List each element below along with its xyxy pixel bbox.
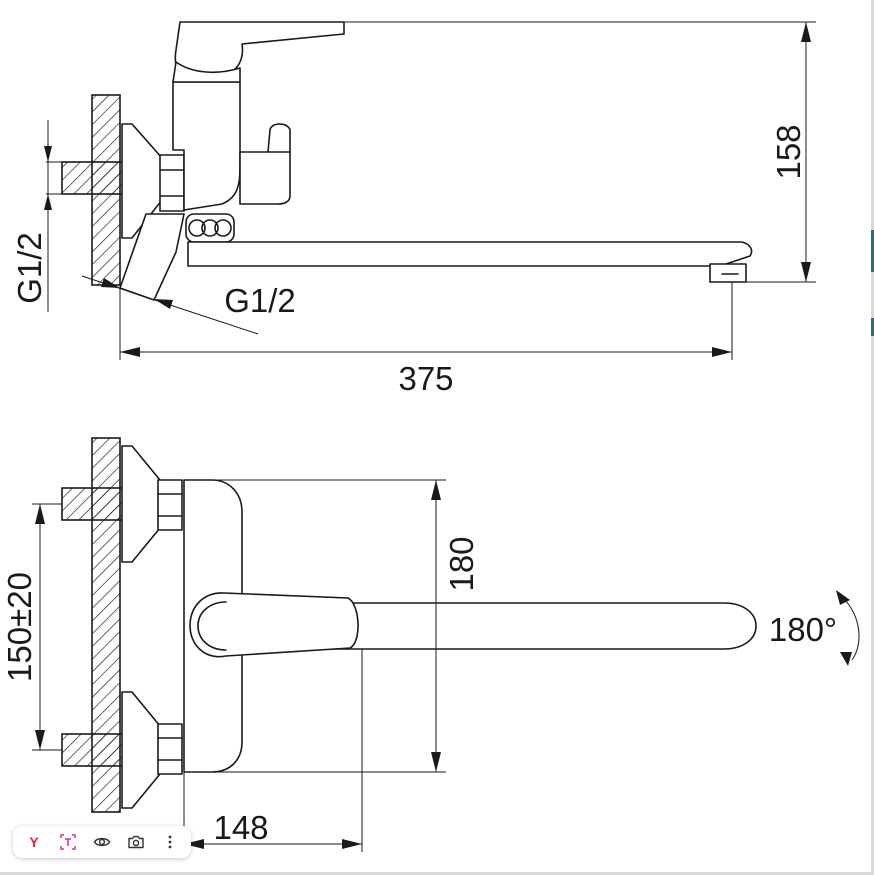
front-upper-inlet bbox=[61, 487, 125, 521]
side-inlet-pipe bbox=[61, 161, 125, 195]
eye-icon[interactable] bbox=[91, 831, 113, 853]
front-upper-flange bbox=[121, 445, 161, 563]
front-lower-flange bbox=[121, 691, 161, 809]
image-toolbar: Y bbox=[13, 826, 191, 858]
front-lower-nut bbox=[157, 723, 183, 775]
dim-projection-label: 148 bbox=[213, 809, 268, 846]
thread-vertical-label: G1/2 bbox=[11, 232, 48, 304]
side-lever-base bbox=[172, 61, 241, 83]
dim-inlet-spacing-label: 150±20 bbox=[1, 572, 38, 682]
side-eccentric bbox=[119, 213, 185, 301]
dim-height-label: 158 bbox=[770, 124, 807, 179]
dim-rotation-label: 180° bbox=[769, 611, 837, 648]
dim-length-label: 375 bbox=[398, 360, 453, 397]
front-lever-handle bbox=[189, 592, 359, 658]
dim-body-height-label: 180 bbox=[443, 536, 480, 591]
yandex-logo-glyph: Y bbox=[29, 834, 39, 850]
thread-diagonal-label: G1/2 bbox=[224, 282, 296, 319]
side-hex-nut bbox=[159, 154, 185, 212]
front-spout bbox=[241, 602, 757, 650]
right-frame-accent bbox=[871, 318, 874, 336]
more-vertical-icon[interactable] bbox=[159, 831, 181, 853]
bottom-frame-border bbox=[0, 872, 874, 875]
text-recognition-icon[interactable] bbox=[57, 831, 79, 853]
camera-search-icon[interactable] bbox=[125, 831, 147, 853]
front-lower-inlet bbox=[61, 733, 125, 767]
side-aerator bbox=[709, 263, 747, 283]
side-view: 158 375 G1/2 G1/2 bbox=[11, 21, 816, 397]
side-lever-handle bbox=[174, 21, 345, 79]
right-frame-accent bbox=[871, 230, 874, 272]
yandex-logo-icon[interactable]: Y bbox=[23, 831, 45, 853]
side-diverter-knob bbox=[239, 123, 291, 205]
side-spout bbox=[187, 241, 753, 267]
front-view: 180 150±20 148 180° bbox=[1, 437, 860, 852]
right-frame-border bbox=[871, 0, 874, 875]
side-spout-pivot bbox=[185, 213, 235, 243]
front-upper-nut bbox=[157, 479, 183, 531]
